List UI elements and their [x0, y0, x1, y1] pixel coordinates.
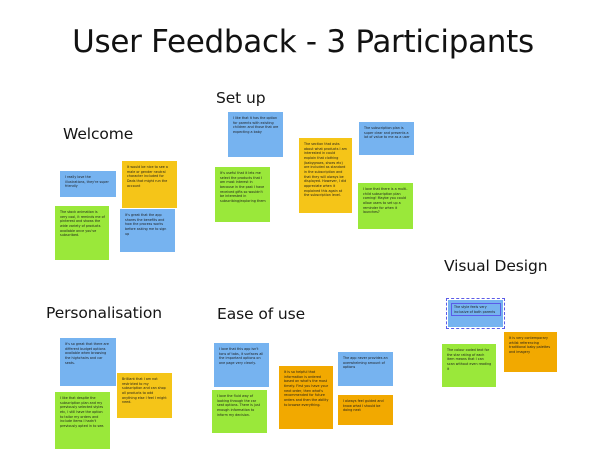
sticky-note-text: I like that it has the option for parent… [233, 116, 279, 135]
sticky-note-text: The style feels very inclusive of both p… [451, 303, 501, 317]
sticky-note-text: The stock animation is very cool, it rem… [60, 210, 105, 238]
sticky-note[interactable]: The stock animation is very cool, it rem… [55, 206, 109, 260]
section-title-ease-of-use: Ease of use [217, 305, 306, 323]
sticky-note[interactable]: The section that asks about what product… [299, 138, 352, 213]
sticky-note-text: It's useful that it lets me select the p… [220, 171, 266, 204]
sticky-note[interactable]: It is so helpful that information is ord… [279, 366, 333, 429]
sticky-note-text: The app never provides an overwhelming a… [343, 356, 388, 370]
sticky-note[interactable]: I love that there is a multi-child subsc… [358, 183, 413, 229]
sticky-note-text: The section that asks about what product… [304, 142, 347, 198]
sticky-note[interactable]: I love the fluid way of looking through … [212, 390, 267, 433]
sticky-note[interactable]: It's so great that there are different b… [60, 338, 116, 386]
section-title-personalisation: Personalisation [46, 304, 162, 322]
sticky-note[interactable]: I love that this app isn't tons of tabs,… [214, 343, 269, 387]
sticky-note-text: I really love the illustrations, they're… [65, 175, 109, 189]
sticky-note-text: I love the fluid way of looking through … [217, 394, 261, 417]
sticky-note[interactable]: It's useful that it lets me select the p… [215, 167, 270, 222]
section-title-welcome: Welcome [63, 125, 134, 143]
sticky-note-text: It would be nice to see a male or gender… [127, 165, 168, 188]
sticky-note-text: I like that despite the subscription pla… [60, 396, 105, 429]
sticky-note-text: It's great that the app shares the benef… [125, 213, 167, 236]
sticky-note[interactable]: The app never provides an overwhelming a… [338, 352, 393, 386]
sticky-note[interactable]: I really love the illustrations, they're… [60, 171, 116, 197]
sticky-note[interactable]: The colour coded text for the star ratin… [442, 344, 496, 387]
section-title-set-up: Set up [216, 89, 266, 107]
sticky-note-text: The subscription plan is super clear and… [364, 126, 410, 140]
sticky-note[interactable]: I like that despite the subscription pla… [55, 392, 110, 449]
sticky-note[interactable]: I always feel guided and know what I sho… [338, 395, 393, 425]
sticky-note-selected[interactable]: The style feels very inclusive of both p… [446, 298, 505, 329]
sticky-note-text: Brilliant that I am not restricted to my… [122, 377, 167, 405]
page-title: User Feedback - 3 Participants [72, 24, 534, 60]
sticky-note-text: The colour coded text for the star ratin… [447, 348, 492, 371]
sticky-note-text: I love that there is a multi-child subsc… [363, 187, 408, 215]
sticky-note[interactable]: It would be nice to see a male or gender… [122, 161, 177, 208]
sticky-note-text: I always feel guided and know what I sho… [343, 399, 384, 413]
sticky-note-text: It is very contemporary whilst referenci… [509, 336, 551, 355]
sticky-note[interactable]: Brilliant that I am not restricted to my… [117, 373, 172, 418]
sticky-note-text: It is so helpful that information is ord… [284, 370, 329, 407]
sticky-note[interactable]: The subscription plan is super clear and… [359, 122, 414, 155]
sticky-note[interactable]: It is very contemporary whilst referenci… [504, 332, 557, 372]
sticky-note-text: It's so great that there are different b… [65, 342, 109, 365]
section-title-visual-design: Visual Design [444, 257, 548, 275]
sticky-note-text: I love that this app isn't tons of tabs,… [219, 347, 264, 366]
sticky-note[interactable]: It's great that the app shares the benef… [120, 209, 175, 252]
sticky-note[interactable]: I like that it has the option for parent… [228, 112, 283, 157]
